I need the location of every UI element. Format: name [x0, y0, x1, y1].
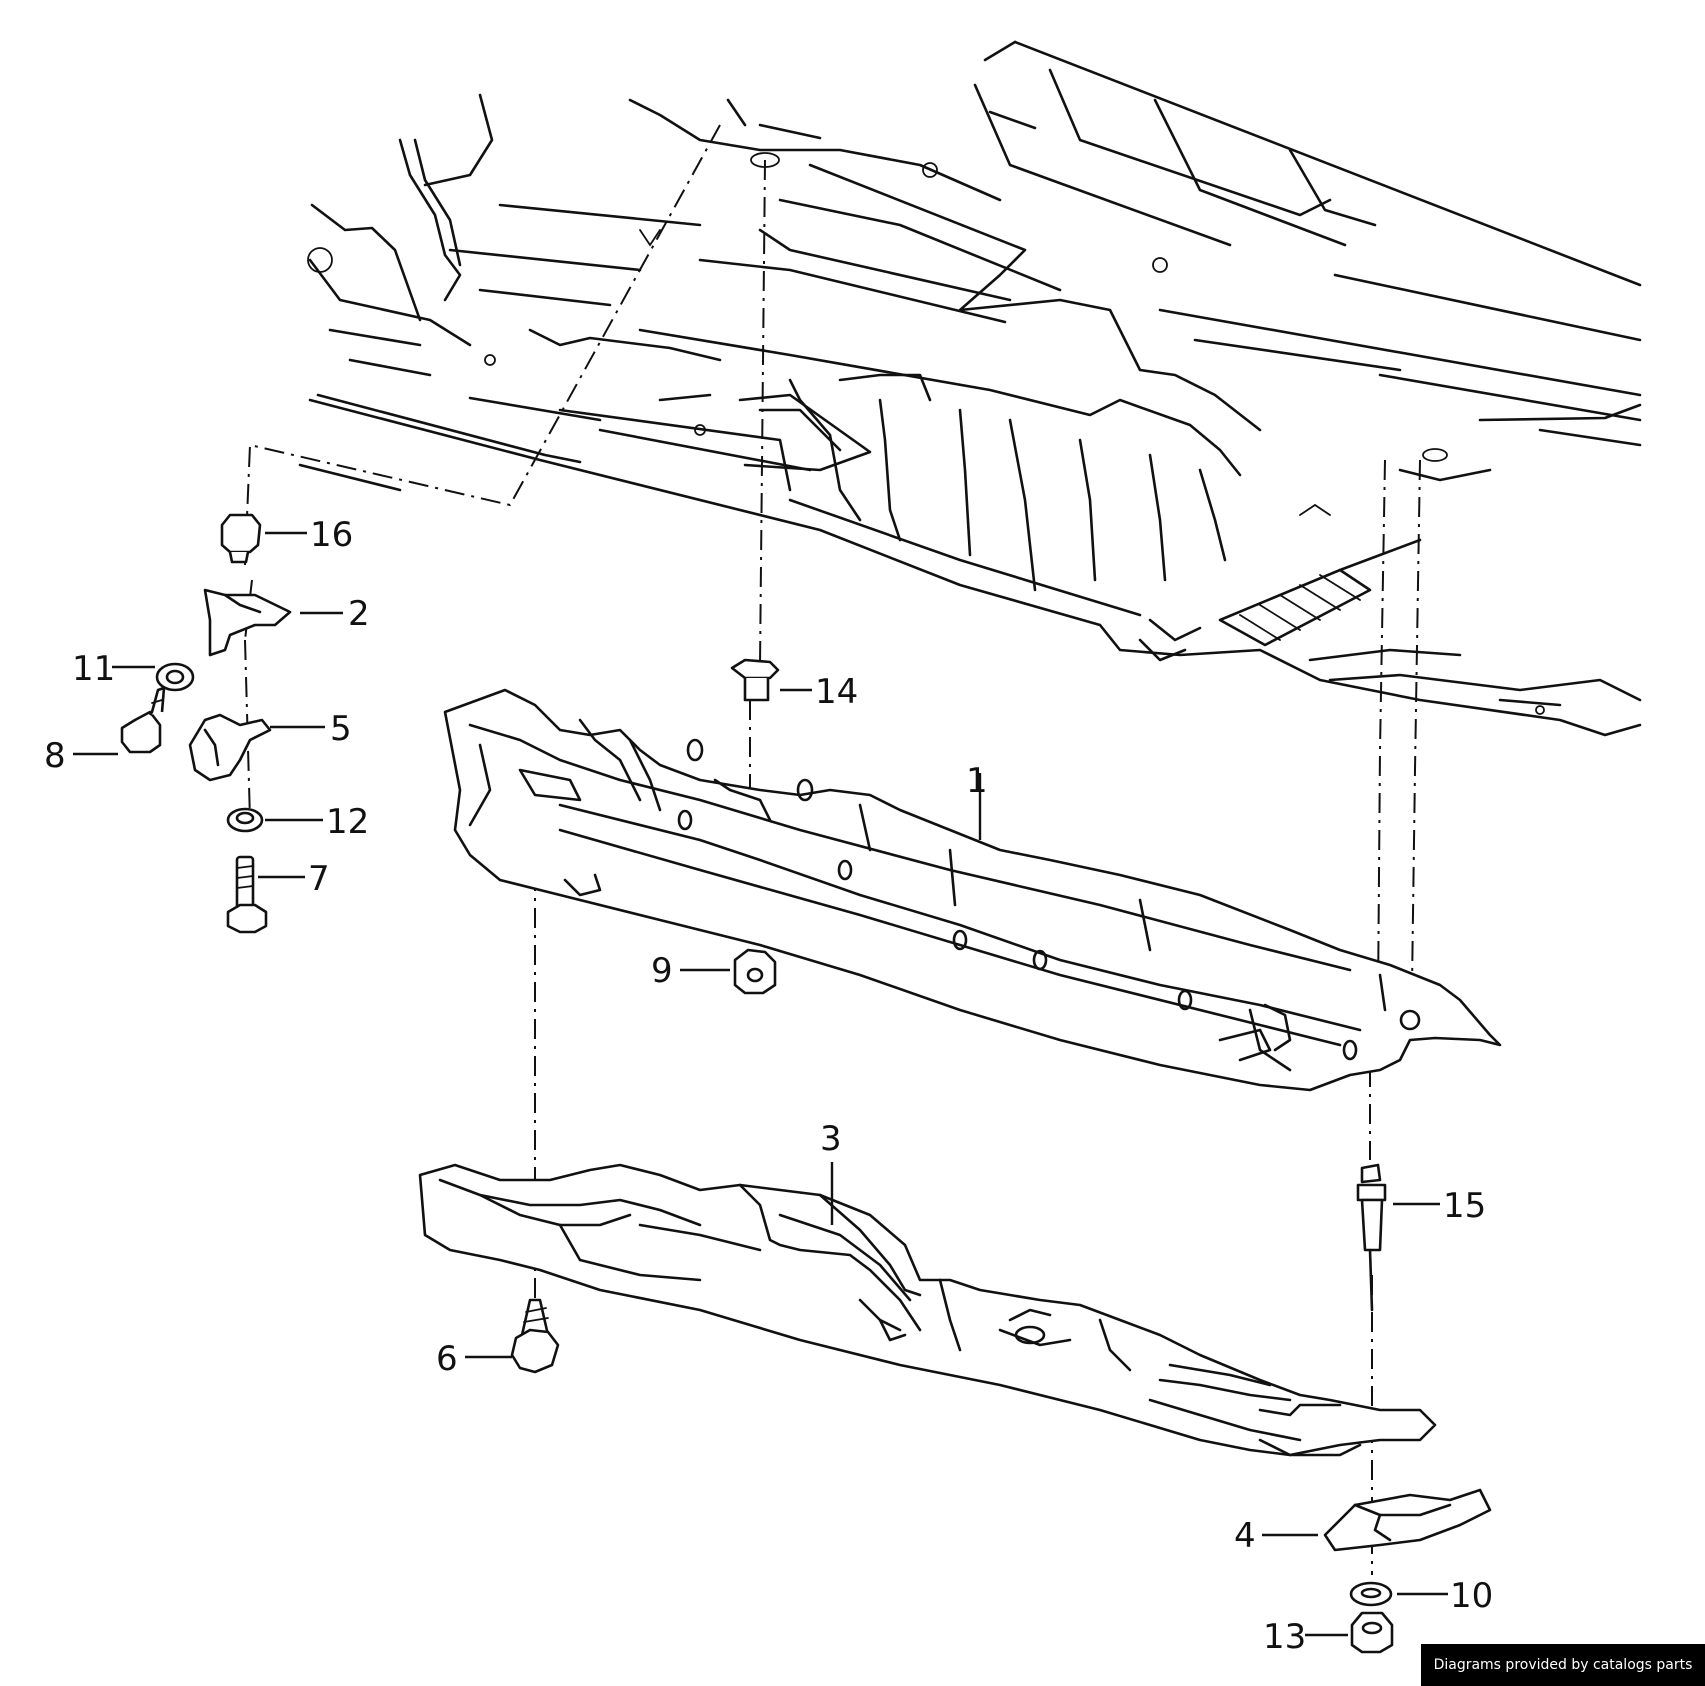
- part-12-nut: [226, 807, 264, 833]
- part-15-pin: [1356, 1163, 1387, 1312]
- part-2-clip: [203, 588, 292, 657]
- callout-9: 9: [651, 951, 673, 991]
- part-5-clamp: [188, 713, 272, 782]
- vehicle-underbody: [298, 40, 1642, 737]
- callout-leaders: [73, 531, 1448, 1637]
- part-7-bolt: [226, 855, 268, 934]
- callout-12: 12: [326, 802, 369, 842]
- callout-3: 3: [820, 1119, 842, 1159]
- part-10-washer: [1349, 1581, 1393, 1607]
- part-6-screw: [510, 1298, 560, 1374]
- callout-2: 2: [348, 594, 370, 634]
- part-11-spring-nut: [155, 662, 195, 692]
- callout-7: 7: [308, 859, 330, 899]
- part-1-sill-panel: [443, 688, 1502, 1092]
- callout-16: 16: [310, 515, 353, 555]
- part-9-nut: [733, 948, 777, 995]
- callout-11: 11: [72, 649, 115, 689]
- callout-13: 13: [1263, 1617, 1306, 1657]
- callout-6: 6: [436, 1339, 458, 1379]
- credit-banner: Diagrams provided by catalogs parts: [1421, 1644, 1705, 1686]
- part-3-lower-sill-panel: [418, 1163, 1437, 1457]
- callout-10: 10: [1450, 1576, 1493, 1616]
- part-13-flange-nut: [1350, 1611, 1394, 1654]
- part-16-cap-nut: [220, 513, 262, 564]
- part-4-bracket: [1323, 1488, 1492, 1552]
- callout-1: 1: [966, 761, 988, 801]
- callout-15: 15: [1443, 1186, 1486, 1226]
- callout-14: 14: [815, 672, 858, 712]
- callout-5: 5: [330, 709, 352, 749]
- part-14-grommet: [730, 658, 780, 702]
- callout-8: 8: [44, 736, 66, 776]
- part-8-bolt: [120, 686, 166, 754]
- callout-labels: 1 2 3 4 5 6 7 8 9 10 11 12 13 14 15 16: [44, 515, 1493, 1657]
- callout-4: 4: [1234, 1516, 1256, 1556]
